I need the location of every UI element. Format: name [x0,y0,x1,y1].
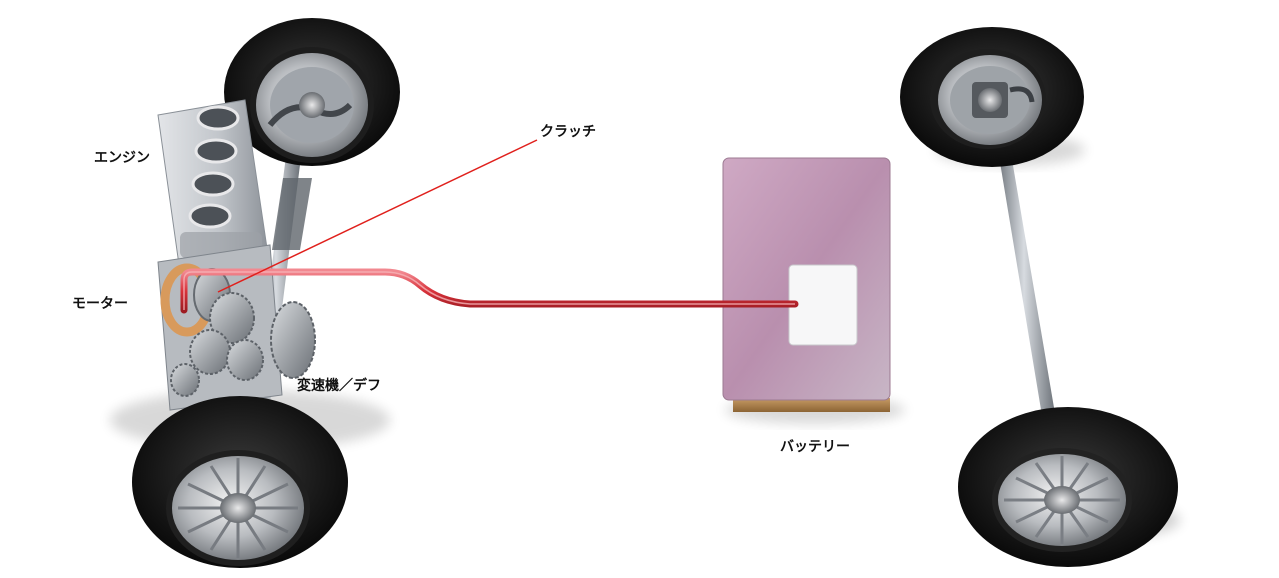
gear-3 [226,339,264,381]
rear-bottom-wheel [958,407,1178,567]
front-bottom-wheel [132,396,348,568]
engine-cylinder-3 [191,171,235,197]
battery-side [733,398,890,412]
gear-4 [170,363,200,397]
engine-cylinder-2 [194,138,238,164]
front-powertrain [110,18,400,568]
motor-transmission-housing [157,244,316,411]
front-top-wheel [224,18,400,166]
battery-terminal-box [788,264,858,346]
engine-cylinder-1 [196,105,240,131]
battery-pack [722,157,905,424]
engine-cylinder-4 [188,203,232,229]
rear-axle-assembly [900,27,1180,567]
gear-1 [209,292,255,344]
gear-2 [189,329,231,375]
clutch-label: クラッチ [540,124,596,140]
battery-label: バッテリー [780,439,850,455]
rear-axle-shaft [993,118,1062,458]
transmission-label: 変速機／デフ [297,378,381,394]
motor-label: モーター [72,296,128,312]
engine-label: エンジン [94,150,150,166]
differential-gear [270,301,316,379]
clutch-leader-line [217,139,538,293]
rear-top-wheel [900,27,1084,167]
